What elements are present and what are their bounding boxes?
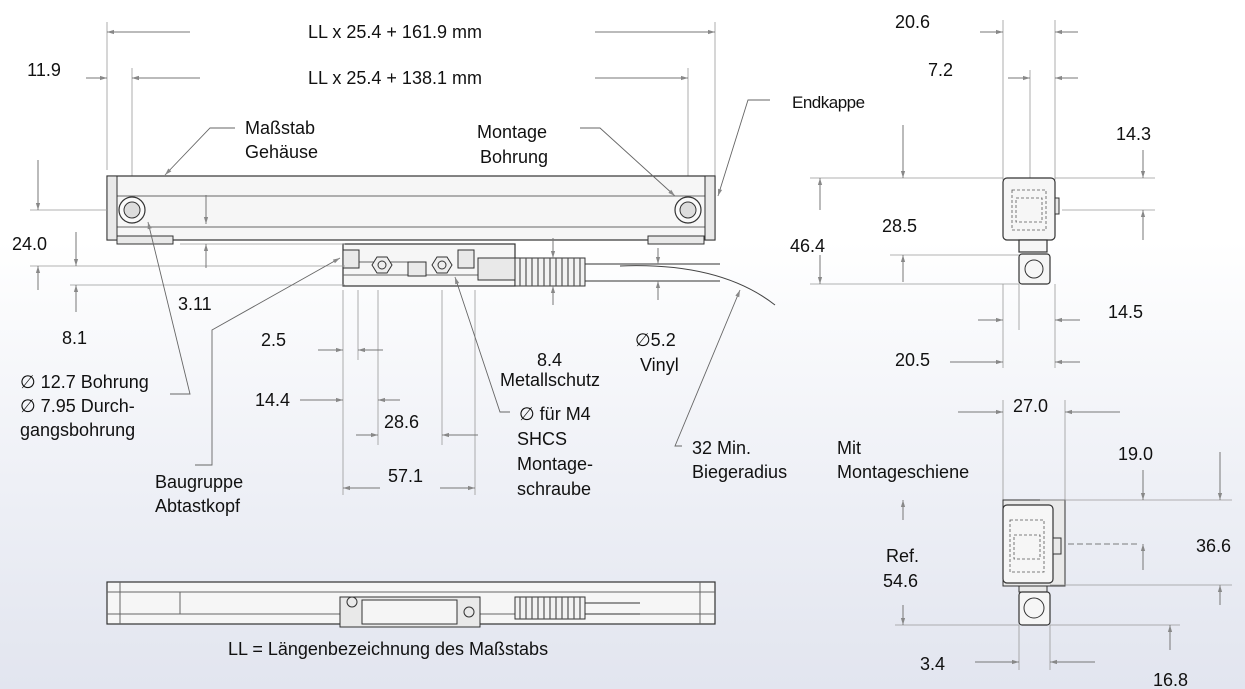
dim-36-6-text: 36.6 bbox=[1196, 536, 1231, 556]
label-bore-1: ∅ 12.7 Bohrung bbox=[20, 372, 149, 392]
dim-overall-text: LL x 25.4 + 161.9 mm bbox=[308, 22, 482, 42]
label-screw-1: ∅ für M4 bbox=[519, 404, 591, 424]
dim-2-5-text: 2.5 bbox=[261, 330, 286, 350]
dim-24-0: 24.0 bbox=[12, 160, 345, 290]
label-endcap: Endkappe bbox=[792, 93, 865, 112]
dim-16-8-text: 16.8 bbox=[1153, 670, 1188, 689]
dim-7-2-text: 7.2 bbox=[928, 60, 953, 80]
dim-16-8: 16.8 bbox=[1050, 624, 1188, 689]
mounting-hole-right bbox=[674, 196, 702, 224]
dim-14-5-text: 14.5 bbox=[1108, 302, 1143, 322]
label-bend-2: Biegeradius bbox=[692, 462, 787, 482]
label-screw-3: Montage- bbox=[517, 454, 593, 474]
dim-27-0: 27.0 bbox=[958, 396, 1120, 416]
dim-14-4: 14.4 bbox=[255, 390, 400, 410]
front-view: LL x 25.4 + 161.9 mm LL x 25.4 + 138.1 m… bbox=[12, 22, 865, 516]
dim-28-6: 28.6 bbox=[356, 412, 478, 438]
dim-ref-54-6: Ref. 54.6 bbox=[883, 500, 1019, 626]
label-bore-2: ∅ 7.95 Durch- bbox=[20, 396, 135, 416]
dim-20-6-text: 20.6 bbox=[895, 12, 930, 32]
dim-24-0-text: 24.0 bbox=[12, 234, 47, 254]
dim-8-1: 8.1 bbox=[62, 232, 345, 348]
dim-8-4: 8.4 Metallschutz bbox=[500, 238, 600, 390]
dim-8-4-text: 8.4 bbox=[537, 350, 562, 370]
label-rail-2: Montageschiene bbox=[837, 462, 969, 482]
dim-3-11: 3.11 bbox=[178, 195, 345, 314]
label-rail-1: Mit bbox=[837, 438, 861, 458]
dim-14-4-text: 14.4 bbox=[255, 390, 290, 410]
dim-20-5: 20.5 bbox=[895, 350, 1080, 370]
dim-3-4: 3.4 bbox=[920, 654, 1095, 674]
dim-28-5: 28.5 bbox=[810, 125, 1019, 282]
label-bore-3: gangsbohrung bbox=[20, 420, 135, 440]
dim-3-11-text: 3.11 bbox=[178, 294, 212, 314]
dim-3-4-text: 3.4 bbox=[920, 654, 945, 674]
dim-14-3: 14.3 bbox=[1055, 124, 1155, 240]
dim-57-1: 57.1 bbox=[343, 466, 475, 491]
dim-8-1-text: 8.1 bbox=[62, 328, 87, 348]
label-head-2: Abtastkopf bbox=[155, 496, 241, 516]
dim-28-5-text: 28.5 bbox=[882, 216, 917, 236]
dim-57-1-text: 57.1 bbox=[388, 466, 423, 486]
dim-19-0: 19.0 bbox=[1040, 444, 1232, 605]
dim-11-9: 11.9 bbox=[27, 60, 152, 81]
end-cap bbox=[704, 175, 716, 241]
rail-view: 27.0 Mit Montageschiene 19.0 36.6 bbox=[837, 396, 1232, 689]
label-scale-housing-1: Maßstab bbox=[245, 118, 315, 138]
label-scale-housing-2: Gehäuse bbox=[245, 142, 318, 162]
dim-overall-length: LL x 25.4 + 161.9 mm bbox=[107, 22, 715, 42]
dim-ref-text-2: 54.6 bbox=[883, 571, 918, 591]
dim-11-9-text: 11.9 bbox=[27, 60, 61, 80]
dim-28-6-text: 28.6 bbox=[384, 412, 419, 432]
cable bbox=[514, 257, 720, 287]
reading-head bbox=[342, 243, 516, 287]
label-metal-cover: Metallschutz bbox=[500, 370, 600, 390]
label-head-1: Baugruppe bbox=[155, 472, 243, 492]
mounting-hole-left bbox=[118, 196, 146, 224]
dim-5-2-text: ∅5.2 bbox=[635, 330, 676, 350]
dim-2-5: 2.5 bbox=[261, 330, 383, 353]
dim-hole-distance: LL x 25.4 + 138.1 mm bbox=[132, 68, 688, 88]
label-screw-2: SHCS bbox=[517, 429, 567, 449]
dim-ref-text-1: Ref. bbox=[886, 546, 919, 566]
label-bend-1: 32 Min. bbox=[692, 438, 751, 458]
dim-5-2: ∅5.2 Vinyl bbox=[635, 248, 679, 375]
dim-14-5: 14.5 bbox=[978, 302, 1143, 323]
side-view: 20.6 7.2 14.3 28.5 bbox=[790, 12, 1155, 370]
dim-27-0-text: 27.0 bbox=[1013, 396, 1048, 416]
dim-hole-distance-text: LL x 25.4 + 138.1 mm bbox=[308, 68, 482, 88]
label-mount-bore-2: Bohrung bbox=[480, 147, 548, 167]
label-screw-4: schraube bbox=[517, 479, 591, 499]
dim-46-4-text: 46.4 bbox=[790, 236, 825, 256]
top-view: LL = Längenbezeichnung des Maßstabs bbox=[106, 581, 716, 659]
dim-20-5-text: 20.5 bbox=[895, 350, 930, 370]
dim-14-3-text: 14.3 bbox=[1116, 124, 1151, 144]
scale-housing bbox=[106, 175, 716, 241]
dim-7-2: 7.2 bbox=[928, 60, 1078, 81]
caption: LL = Längenbezeichnung des Maßstabs bbox=[228, 639, 548, 659]
dim-46-4: 46.4 bbox=[790, 178, 1019, 285]
label-mount-bore-1: Montage bbox=[477, 122, 547, 142]
label-vinyl: Vinyl bbox=[640, 355, 679, 375]
dim-36-6: 36.6 bbox=[1140, 470, 1231, 570]
dim-20-6: 20.6 bbox=[895, 12, 1078, 35]
dim-19-0-text: 19.0 bbox=[1118, 444, 1153, 464]
